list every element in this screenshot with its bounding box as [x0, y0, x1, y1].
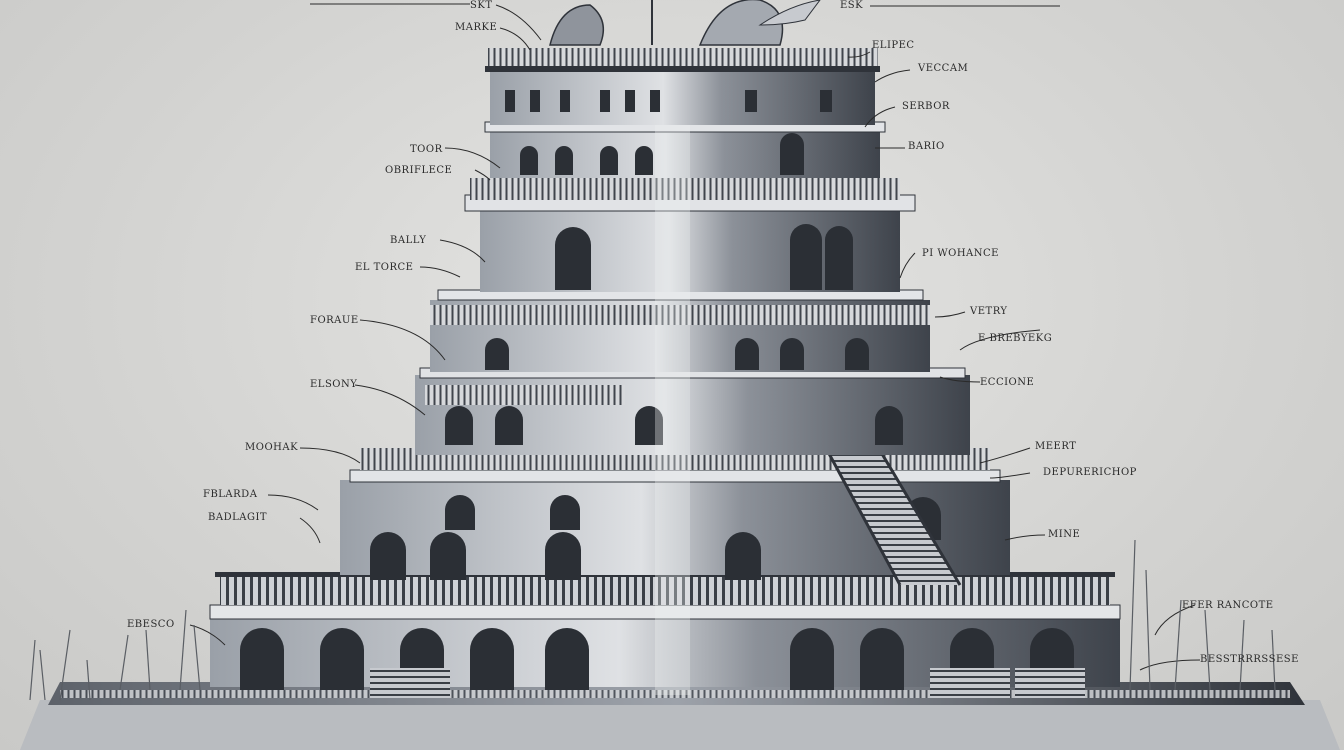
label-top-center: SKT — [470, 0, 493, 11]
label-right-5: PI WOHANCE — [922, 248, 999, 259]
label-left-7: ELSONY — [310, 379, 358, 390]
label-top-right: ESK — [840, 0, 864, 11]
label-left-1: MARKE — [455, 22, 498, 33]
label-left-5: EL TORCE — [355, 262, 414, 273]
label-left-10: BADLAGIT — [208, 512, 268, 523]
label-right-8: ECCIONE — [980, 377, 1035, 388]
label-leader-lines — [189, 3, 1201, 671]
label-left-9: FBLARDA — [203, 489, 258, 500]
label-left-2: TOOR — [410, 144, 443, 155]
reeds — [29, 539, 1276, 701]
label-left-4: BALLY — [390, 235, 427, 246]
label-right-13: BESSTRRRSSESE — [1200, 654, 1299, 665]
level-four — [430, 289, 930, 372]
label-right-1: ELIPEC — [872, 40, 915, 51]
label-right-3: SERBOR — [902, 101, 950, 112]
ground-floor — [209, 572, 1121, 698]
label-right-11: MINE — [1048, 529, 1081, 540]
central-pillar — [655, 125, 690, 695]
level-three — [415, 367, 970, 455]
top-tier — [485, 0, 880, 125]
label-left-8: MOOHAK — [245, 442, 299, 453]
label-right-7: E BREBYEKG — [978, 333, 1053, 344]
label-right-2: VECCAM — [918, 63, 969, 74]
label-left-6: FORAUE — [310, 315, 359, 326]
label-right-4: BARIO — [908, 141, 945, 152]
label-left-3: OBRIFLECE — [385, 165, 453, 176]
label-right-12: EFER RANCOTE — [1182, 600, 1274, 611]
label-right-9: MEERT — [1035, 441, 1077, 452]
label-left-11: EBESCO — [127, 619, 175, 630]
label-right-6: VETRY — [970, 306, 1008, 317]
label-right-10: DEPURERICHOP — [1043, 467, 1137, 478]
level-five — [464, 194, 916, 292]
